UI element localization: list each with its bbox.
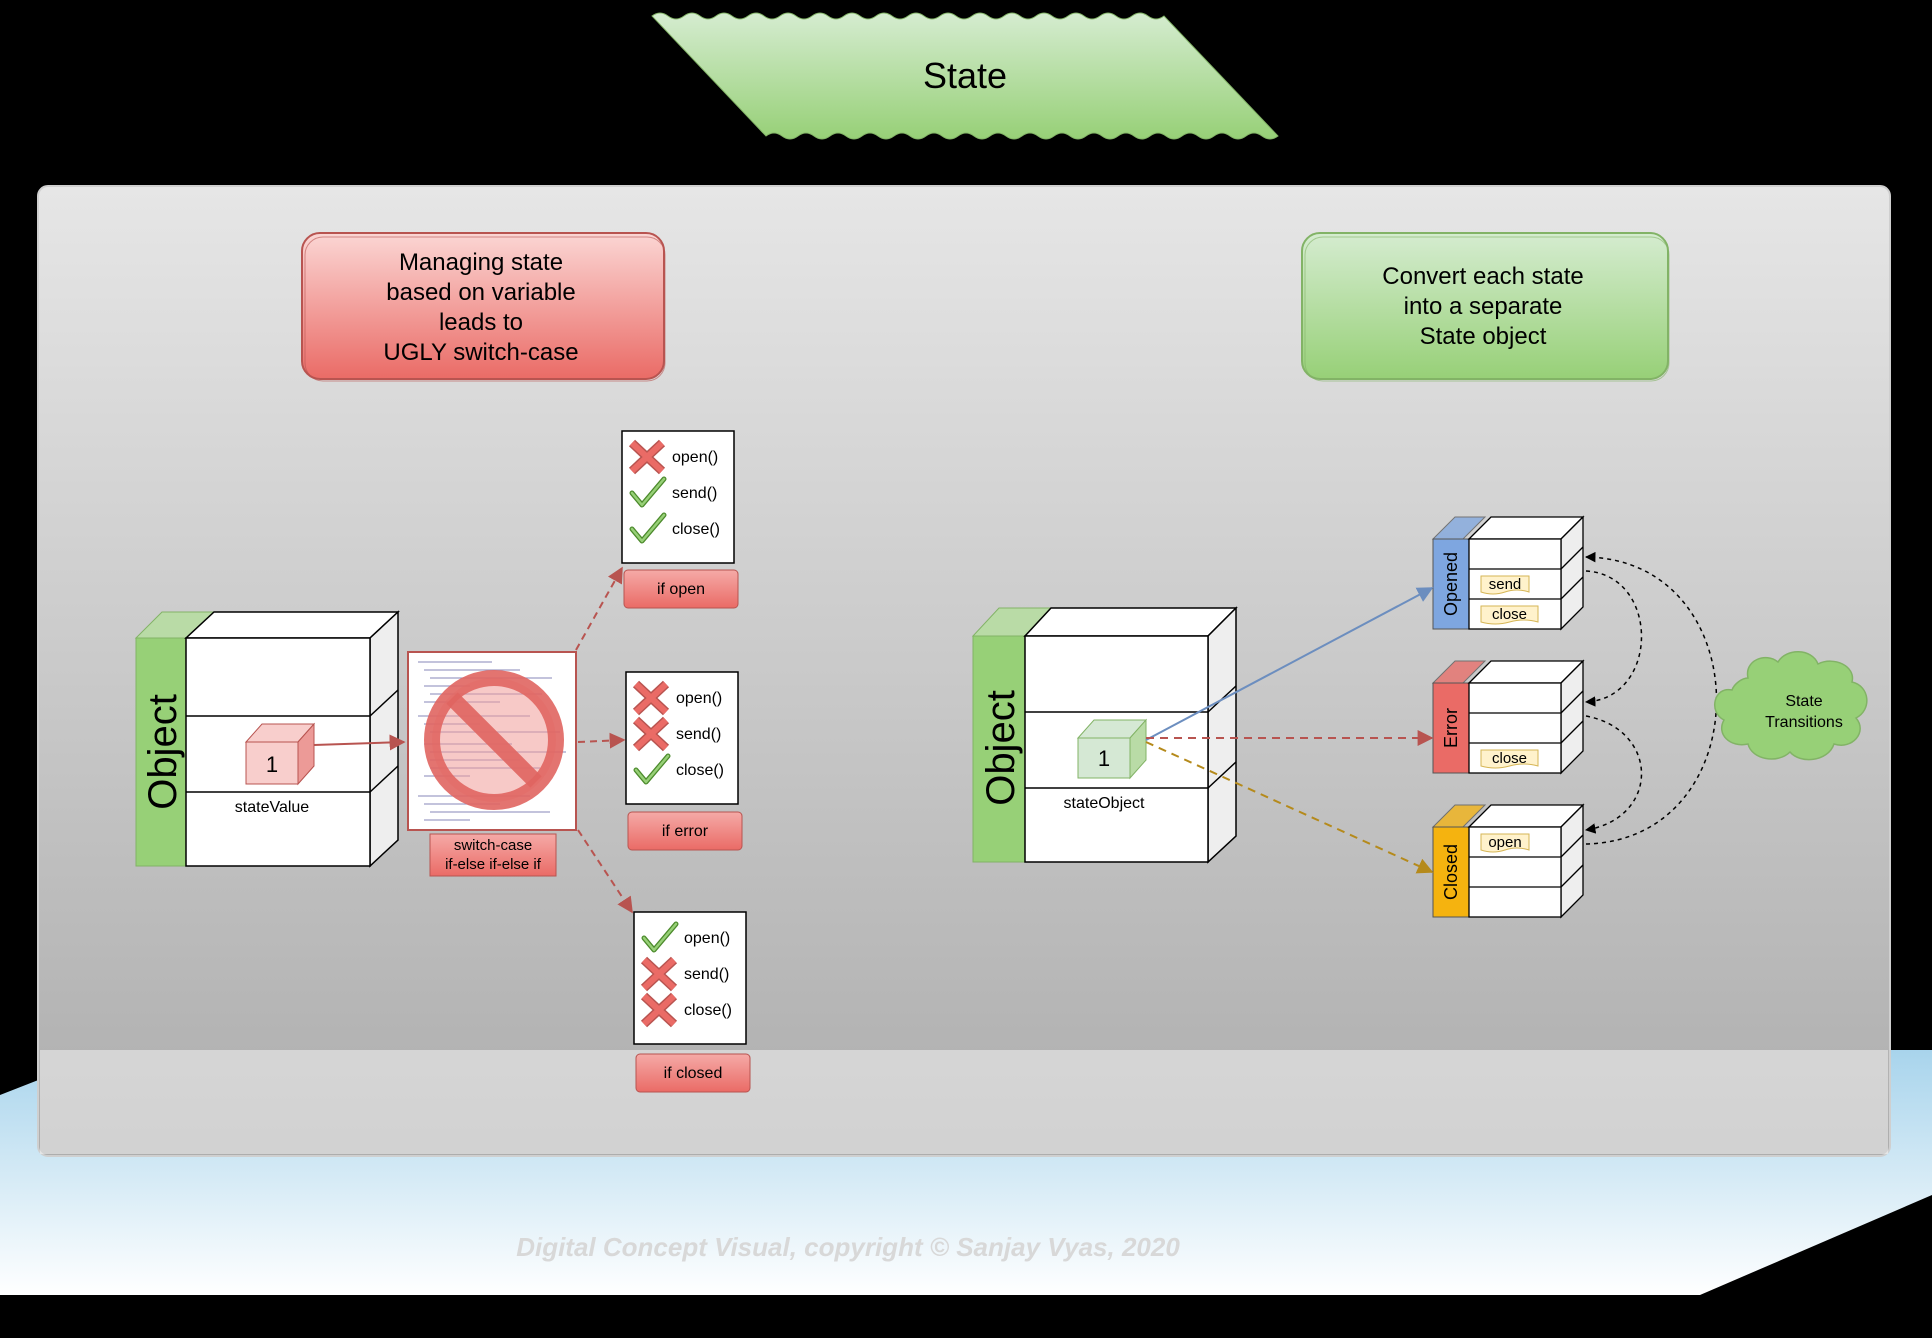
left-note-line-3: leads to <box>439 309 523 336</box>
cross-icon <box>632 680 670 716</box>
arrow-to-if-open <box>575 566 623 651</box>
right-note: Convert each state into a separate State… <box>1301 232 1670 382</box>
method-name: close() <box>684 1002 732 1019</box>
method-name: open() <box>684 930 730 947</box>
right-object-field-label: stateObject <box>1064 795 1145 812</box>
state-method: close <box>1492 606 1527 623</box>
left-object-field-label: stateValue <box>235 799 310 816</box>
value-to-switch-arrow <box>313 734 406 751</box>
switch-label-line-2: if-else if-else if <box>445 856 542 873</box>
state-method: open <box>1488 834 1521 851</box>
switch-label-line-1: switch-case <box>454 837 532 854</box>
arrow-to-if-error <box>577 732 626 749</box>
no-entry-icon <box>424 670 564 810</box>
panel-reflection <box>40 1050 1888 1154</box>
right-note-line-2: into a separate <box>1404 293 1563 320</box>
right-value-cube: 1 <box>1076 718 1148 780</box>
method-lists: open() send() close() if open open() send() cl… <box>621 430 751 1093</box>
left-object-label-bar <box>135 637 187 867</box>
arrow-to-closed <box>1145 741 1434 874</box>
method-name: send() <box>684 966 729 983</box>
method-list-caption: if open <box>657 581 705 598</box>
main-panel <box>37 185 1891 1157</box>
method-name: send() <box>672 485 717 502</box>
method-name: close() <box>672 521 720 538</box>
left-object-value: 1 <box>266 752 278 777</box>
method-name: open() <box>672 449 718 466</box>
arrow-to-opened <box>1145 587 1434 741</box>
left-note-line-1: Managing state <box>399 249 563 276</box>
method-name: send() <box>676 726 721 743</box>
cloud-label-line-2: Transitions <box>1765 714 1843 731</box>
cross-icon <box>628 439 666 475</box>
method-name: open() <box>676 690 722 707</box>
state-name: Error <box>1441 708 1461 748</box>
right-object-value: 1 <box>1098 746 1110 771</box>
left-value-cube: 1 <box>244 722 316 786</box>
method-name: close() <box>676 762 724 779</box>
right-object-label: Object <box>979 690 1023 806</box>
transition-error-to-closed <box>1584 715 1643 834</box>
method-list: open() send() close() if open <box>621 430 739 609</box>
state-object-closed: Closed open <box>1431 803 1585 919</box>
copyright-text: Digital Concept Visual, copyright © Sanj… <box>516 1232 1180 1262</box>
state-method: close <box>1492 750 1527 767</box>
state-object-error: Error close <box>1431 659 1585 775</box>
left-note: Managing state based on variable leads t… <box>301 232 666 382</box>
right-note-line-1: Convert each state <box>1382 263 1583 290</box>
method-list-caption: if error <box>662 823 709 840</box>
title-text: State <box>923 55 1007 96</box>
cloud-label-line-1: State <box>1785 693 1822 710</box>
state-name: Opened <box>1441 552 1461 616</box>
arrow-to-if-closed <box>577 829 633 914</box>
method-list: open() send() close() if closed <box>633 911 751 1093</box>
right-object: Object 1 stateObject <box>971 606 1238 864</box>
left-note-line-2: based on variable <box>386 279 575 306</box>
left-object: Object 1 stateValue <box>134 610 400 868</box>
switch-case-caption: switch-case if-else if-else if <box>429 833 557 877</box>
method-list-caption: if closed <box>664 1065 723 1082</box>
method-list: open() send() close() if error <box>625 671 743 851</box>
transition-opened-to-error <box>1584 570 1643 707</box>
cross-icon <box>640 992 678 1028</box>
left-object-label: Object <box>141 694 185 810</box>
right-note-line-3: State object <box>1420 323 1547 350</box>
title-banner: State <box>651 12 1279 140</box>
left-note-line-4: UGLY switch-case <box>383 339 578 366</box>
state-name: Closed <box>1441 844 1461 900</box>
state-transitions-cloud: State Transitions <box>1714 651 1868 761</box>
switch-case-block <box>407 651 577 831</box>
cross-icon <box>640 956 678 992</box>
cross-icon <box>632 716 670 752</box>
state-object-opened: Opened send close <box>1431 515 1585 631</box>
state-method: send <box>1489 576 1522 593</box>
